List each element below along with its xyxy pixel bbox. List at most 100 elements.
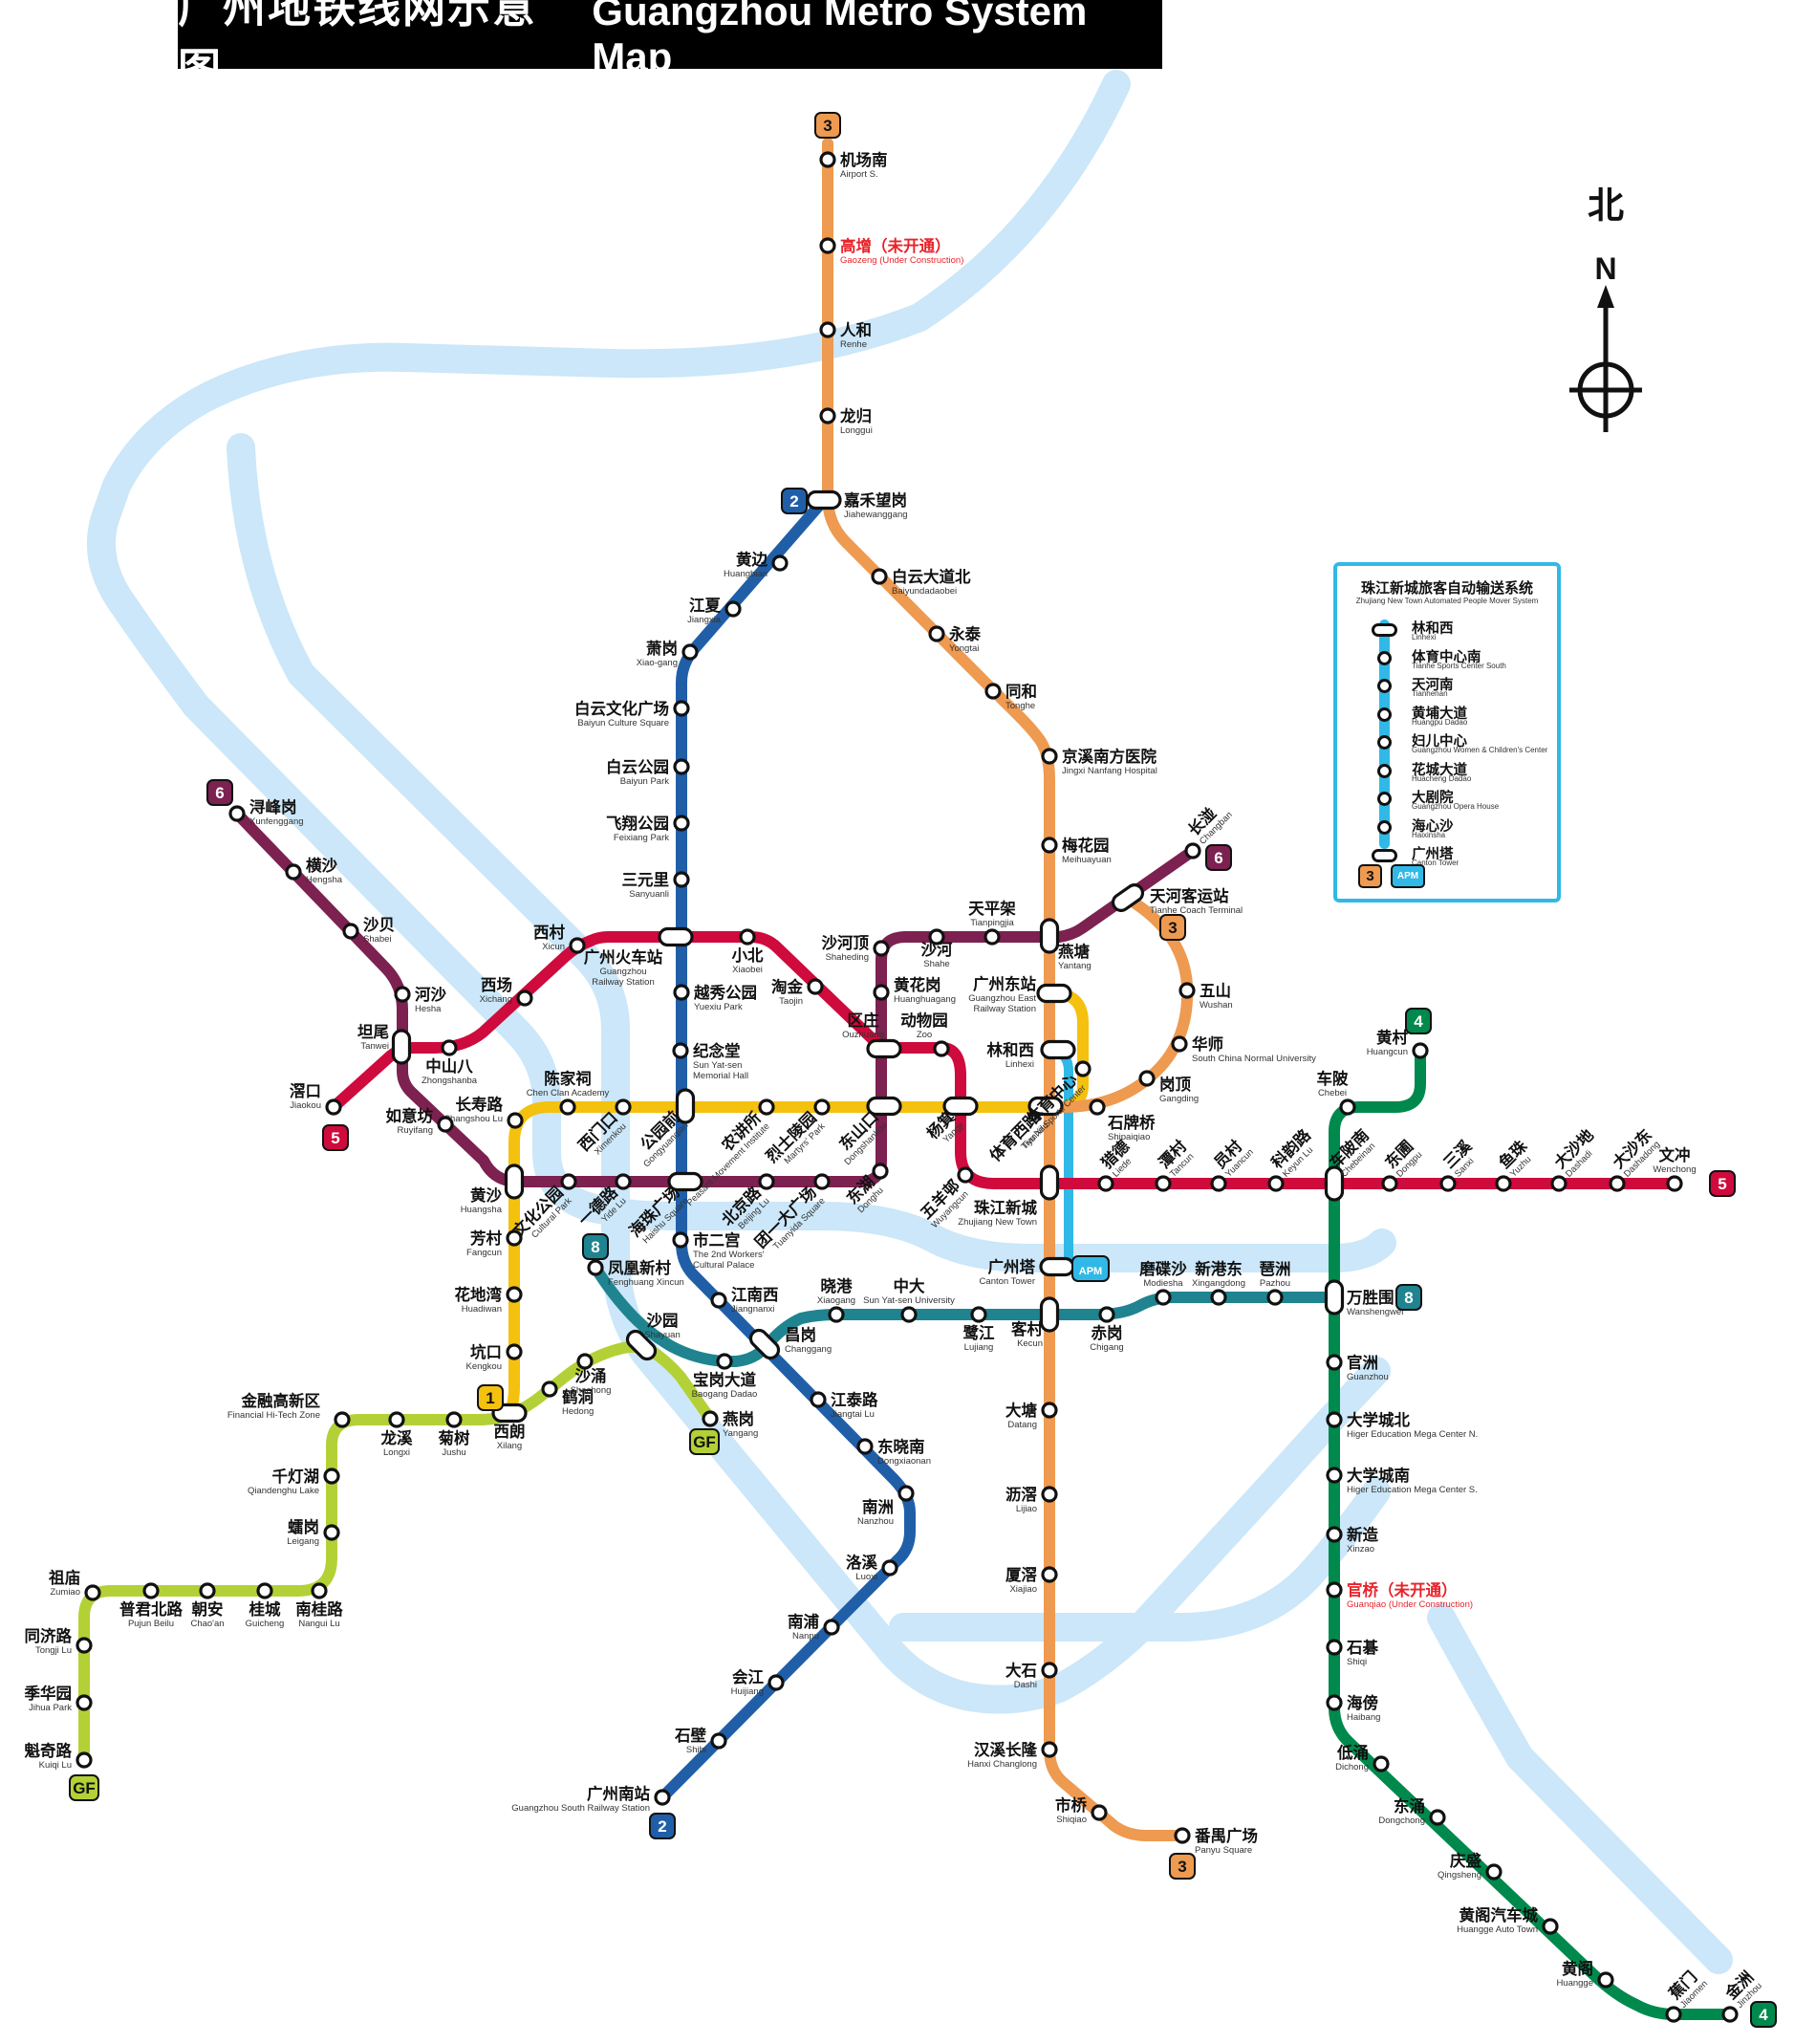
station-marker[interactable] <box>323 1468 340 1485</box>
station-marker[interactable] <box>1039 918 1060 954</box>
station-marker[interactable] <box>1178 982 1196 999</box>
station-marker[interactable] <box>1041 1662 1058 1679</box>
station-marker[interactable] <box>758 1098 775 1116</box>
station-marker[interactable] <box>767 1674 785 1691</box>
station-marker[interactable] <box>84 1584 101 1601</box>
station-marker[interactable] <box>823 1619 840 1636</box>
station-marker[interactable] <box>1373 1755 1390 1772</box>
station-marker[interactable] <box>1171 1035 1188 1053</box>
station-marker[interactable] <box>928 928 945 946</box>
station-marker[interactable] <box>658 926 694 947</box>
station-marker[interactable] <box>1324 1279 1345 1316</box>
station-marker[interactable] <box>873 940 890 957</box>
station-marker[interactable] <box>942 1096 979 1117</box>
station-marker[interactable] <box>1091 1804 1108 1821</box>
station-marker[interactable] <box>1326 1694 1343 1711</box>
station-marker[interactable] <box>1326 1411 1343 1428</box>
station-marker[interactable] <box>819 407 836 424</box>
station-marker[interactable] <box>813 1098 831 1116</box>
station-marker[interactable] <box>504 1163 525 1200</box>
station-marker[interactable] <box>569 937 586 954</box>
station-marker[interactable] <box>142 1582 160 1599</box>
station-marker[interactable] <box>1326 1581 1343 1598</box>
station-marker[interactable] <box>681 643 699 661</box>
station-guanqiao-under-construction[interactable]: 官桥（未开通）Guanqiao (Under Construction) <box>1326 1580 1473 1610</box>
station-marker[interactable] <box>394 986 411 1003</box>
station-marker[interactable] <box>828 1306 845 1323</box>
station-marker[interactable] <box>1041 748 1058 765</box>
station-marker[interactable] <box>716 1353 733 1370</box>
station-marker[interactable] <box>672 1231 689 1249</box>
station-marker[interactable] <box>957 1166 974 1184</box>
station-marker[interactable] <box>441 1039 458 1056</box>
station-gaozeng-under-construction[interactable]: 高增（未开通）Gaozeng (Under Construction) <box>819 236 963 266</box>
station-marker[interactable] <box>1089 1098 1106 1116</box>
station-marker[interactable] <box>673 758 690 775</box>
station-marker[interactable] <box>1039 1256 1075 1277</box>
station-marker[interactable] <box>1324 1165 1345 1202</box>
station-marker[interactable] <box>1041 1566 1058 1583</box>
station-marker[interactable] <box>516 989 533 1007</box>
station-marker[interactable] <box>758 1173 775 1190</box>
station-marker[interactable] <box>1326 1526 1343 1543</box>
station-marker[interactable] <box>1110 881 1146 913</box>
station-marker[interactable] <box>1495 1175 1512 1192</box>
station-marker[interactable] <box>702 1410 719 1427</box>
station-marker[interactable] <box>1155 1289 1172 1306</box>
station-marker[interactable] <box>1326 1354 1343 1371</box>
station-marker[interactable] <box>325 1098 342 1116</box>
station-marker[interactable] <box>76 1751 93 1769</box>
